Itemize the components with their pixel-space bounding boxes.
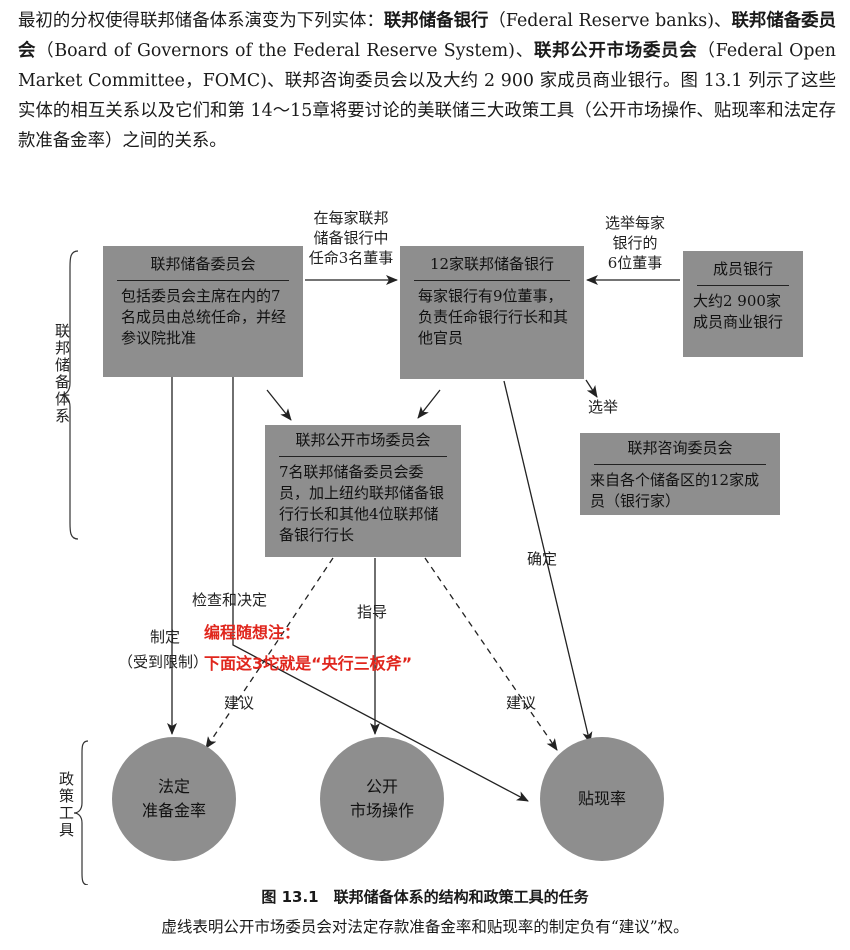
- dashed-fomc-to-reserve: [205, 557, 334, 749]
- fomc-box: 联邦公开市场委员会 7名联邦储备委员会委员，加上纽约联邦储备银行行长和其他4位联…: [265, 425, 461, 557]
- tool-open-market-l2: 市场操作: [349, 801, 414, 820]
- label-elect-l1: 选举每家: [604, 214, 665, 232]
- para-bold-fomc: 联邦公开市场委员会: [533, 41, 698, 61]
- board-of-governors-box: 联邦储备委员会 包括委员会主席在内的7名成员由总统任命，并经参议院批准: [103, 246, 303, 377]
- arrow-banks-to-advisory: [585, 379, 598, 398]
- reserve-banks-box: 12家联邦储备银行 每家银行有9位董事，负责任命银行行长和其他官员: [400, 246, 584, 379]
- para-text-4: （Federal Open Market Committee，FOMC)、联邦咨…: [18, 41, 836, 151]
- diagram-lines: [59, 250, 680, 885]
- figure-caption-subtitle: 虚线表明公开市场委员会对法定存款准备金率和贴现率的制定负有“建议”权。: [161, 918, 689, 936]
- tool-reserve-requirements: 法定准备金率: [112, 737, 236, 861]
- para-bold-board: 联邦储备委员会: [18, 11, 836, 61]
- member-banks-body: 大约2 900家成员商业银行: [693, 292, 784, 331]
- board-body: 包括委员会主席在内的7名成员由总统任命，并经参议院批准: [121, 287, 287, 347]
- intro-paragraph: 最初的分权使得联邦储备体系演变为下列实体：联邦储备银行（Federal Rese…: [18, 6, 836, 156]
- arrow-board-to-fomc: [266, 389, 292, 421]
- tool-open-market-operations: 公开市场操作: [320, 737, 444, 861]
- reserve-banks-title: 12家联邦储备银行: [414, 246, 570, 281]
- member-banks-title: 成员银行: [697, 251, 789, 286]
- advisory-council-box: 联邦咨询委员会 来自各个储备区的12家成员（银行家）: [580, 433, 780, 515]
- arrow-board-to-discount: [232, 373, 529, 802]
- para-text-3: （Board of Governors of the Federal Reser…: [36, 41, 534, 61]
- label-review: 检查和决定: [192, 591, 268, 609]
- advisory-body: 来自各个储备区的12家成员（银行家）: [590, 471, 760, 510]
- fed-structure-diagram: 联邦储备体系 政策工具 联邦储备委员会 包括委员会主席在内的7名成员由总统任命，…: [0, 205, 850, 885]
- para-bold-reserve-banks: 联邦储备银行: [383, 11, 489, 31]
- label-set-line1: 制定: [150, 628, 181, 646]
- tool-open-market-l1: 公开: [365, 777, 398, 796]
- tool-reserve-l1: 法定: [157, 777, 190, 796]
- label-appoint-l3: 任命3名董事: [308, 249, 394, 267]
- tool-discount-rate: 贴现率: [540, 737, 664, 861]
- fomc-title: 联邦公开市场委员会: [279, 425, 447, 457]
- label-elect-directors: 选举每家 银行的 6位董事: [595, 213, 675, 273]
- arrow-banks-to-discount: [503, 380, 593, 744]
- arrow-banks-to-fomc: [417, 389, 441, 419]
- tools-side-label: 政策工具: [57, 771, 75, 839]
- reserve-banks-body: 每家银行有9位董事，负责任命银行行长和其他官员: [418, 287, 569, 347]
- label-appoint-l2: 储备银行中: [313, 229, 389, 247]
- label-set-line2: （受到限制）: [118, 653, 209, 671]
- fomc-body: 7名联邦储备委员会委员，加上纽约联邦储备银行行长和其他4位联邦储备银行行长: [279, 463, 445, 544]
- tool-reserve-l2: 准备金率: [141, 801, 206, 820]
- figure-caption-title: 图 13.1 联邦储备体系的结构和政策工具的任务: [261, 888, 589, 906]
- member-banks-box: 成员银行 大约2 900家成员商业银行: [683, 251, 803, 357]
- label-appoint-directors: 在每家联邦 储备银行中 任命3名董事: [305, 208, 397, 268]
- annotation-note-line2: 下面这3坨就是“央行三板斧”: [204, 654, 413, 673]
- advisory-title: 联邦咨询委员会: [594, 433, 766, 465]
- annotation-note-line1: 编程随想注：: [204, 623, 301, 642]
- dashed-fomc-to-discount: [424, 557, 558, 751]
- para-text-2: （Federal Reserve banks)、: [488, 11, 732, 31]
- label-confirm: 确定: [527, 550, 558, 568]
- tools-brace: [73, 740, 89, 885]
- label-advise-left: 建议: [224, 694, 255, 712]
- system-side-label: 联邦储备体系: [53, 323, 71, 425]
- para-text-1: 最初的分权使得联邦储备体系演变为下列实体：: [18, 11, 384, 31]
- system-brace: [59, 250, 79, 540]
- label-appoint-l1: 在每家联邦: [313, 209, 389, 227]
- board-title: 联邦储备委员会: [117, 246, 289, 281]
- tool-discount-label: 贴现率: [577, 789, 626, 808]
- label-elect: 选举: [588, 398, 619, 416]
- label-elect-l3: 6位董事: [607, 254, 663, 272]
- label-elect-l2: 银行的: [612, 234, 658, 252]
- label-advise-right: 建议: [506, 694, 537, 712]
- label-guide: 指导: [357, 603, 388, 621]
